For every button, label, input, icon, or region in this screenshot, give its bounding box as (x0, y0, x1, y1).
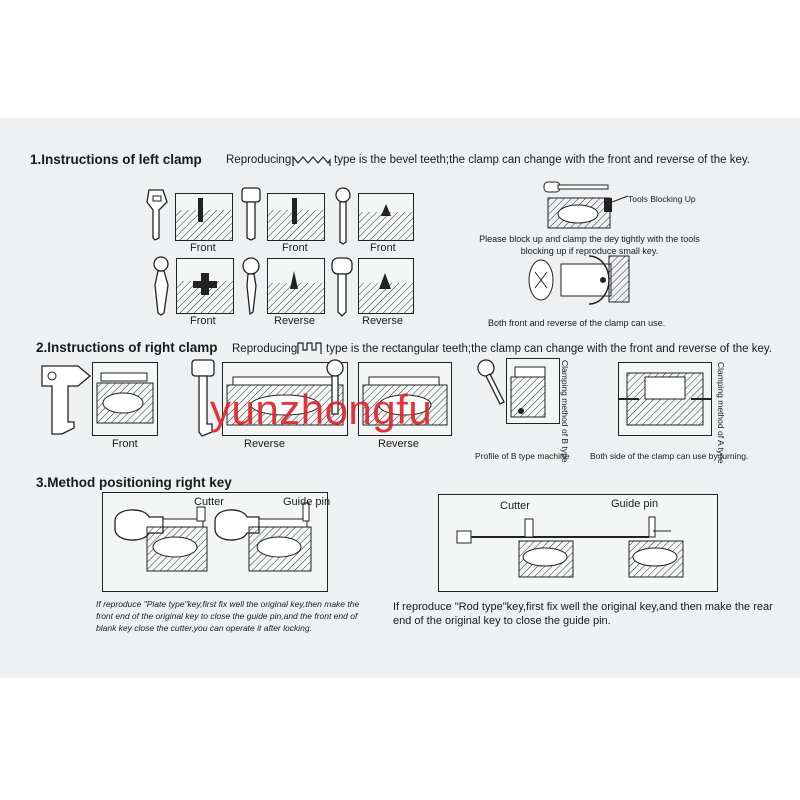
clamp-box (358, 193, 414, 241)
clamp-box (175, 193, 233, 241)
guide-pin-label-left: Guide pin (283, 496, 331, 508)
caption-reverse: Reverse (244, 438, 285, 450)
bevel-teeth-icon (292, 155, 331, 166)
section2-desc-post: type is the rectangular teeth;the clamp … (326, 343, 772, 355)
instruction-sheet: 1.Instructions of left clamp Reproducing… (0, 118, 800, 678)
caption-front: Front (190, 315, 216, 327)
tools-blocking-diagram (543, 181, 629, 229)
key-icon (153, 256, 169, 316)
section1-desc-post: type is the bevel teeth;the clamp can ch… (334, 154, 750, 166)
clamp-box (92, 362, 158, 436)
key-icon (331, 257, 353, 317)
block-note: Please block up and clamp the dey tightl… (479, 234, 700, 256)
clamp-box (222, 362, 348, 436)
clamp-turn-diagram (528, 255, 630, 305)
rectangular-teeth-icon (297, 342, 322, 354)
clamp-box-b (506, 358, 560, 424)
caption-front: Front (282, 242, 308, 254)
clamp-box (176, 258, 234, 314)
both-note: Both front and reverse of the clamp can … (488, 318, 666, 328)
section3-title: 3.Method positioning right key (36, 475, 232, 490)
clamp-box-a (618, 362, 712, 436)
section1-title: 1.Instructions of left clamp (30, 152, 202, 167)
caption-reverse: Reverse (274, 315, 315, 327)
turning-note: Both side of the clamp can use by turnin… (590, 451, 749, 461)
rod-type-note: If reproduce "Rod type"key,first fix wel… (393, 601, 773, 627)
plate-type-note: If reproduce "Plate type"key,first fix w… (96, 599, 360, 633)
section2-desc-pre: Reproducing (232, 343, 298, 355)
guide-pin-label-right: Guide pin (611, 498, 659, 510)
clamp-box (358, 258, 414, 314)
cutter-label-left: Cutter (194, 496, 224, 508)
caption-reverse: Reverse (378, 438, 419, 450)
section2-title: 2.Instructions of right clamp (36, 340, 218, 355)
caption-reverse: Reverse (362, 315, 403, 327)
key-icon (241, 187, 261, 241)
section1-desc-pre: Reproducing (226, 154, 292, 166)
watermark-text: yunzhongfu (210, 386, 433, 433)
clamp-box (267, 258, 325, 314)
rod-type-diagram (438, 494, 718, 592)
key-icon (477, 359, 505, 405)
caption-front: Front (190, 242, 216, 254)
key-icon (41, 365, 92, 435)
key-icon (326, 359, 344, 415)
plate-type-diagram (102, 492, 328, 592)
cutter-label-right: Cutter (500, 500, 530, 512)
key-icon (146, 189, 168, 241)
side-label-a: Clamping method of A type (716, 362, 726, 464)
photo-background (0, 0, 800, 118)
key-icon (191, 359, 215, 437)
caption-front: Front (112, 438, 138, 450)
profile-note: Profile of B type machine (475, 451, 570, 461)
key-icon (242, 257, 260, 316)
tools-blocking-label: Tools Blocking Up (628, 194, 696, 204)
clamp-box (267, 193, 325, 241)
caption-front: Front (370, 242, 396, 254)
key-icon (335, 187, 351, 245)
clamp-box (358, 362, 452, 436)
side-label-b: Clamping method of B type (560, 360, 570, 463)
